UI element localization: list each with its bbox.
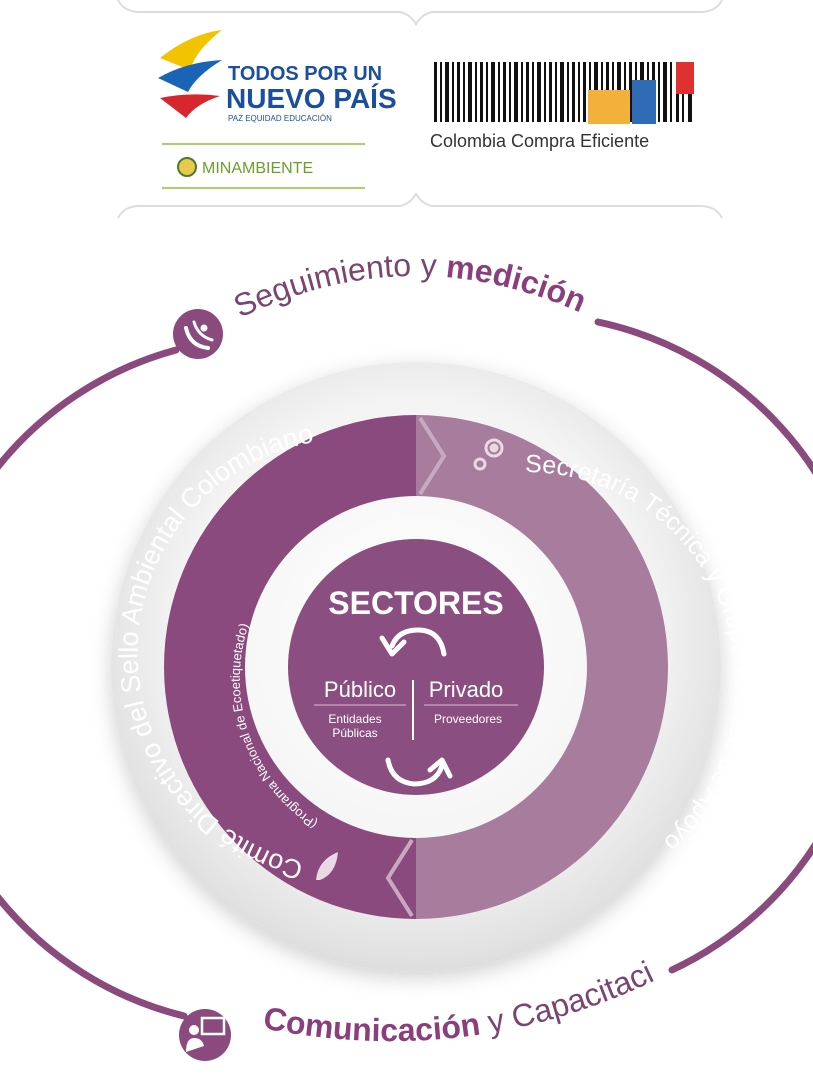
committee-segment <box>164 415 416 919</box>
minambiente-text: MINAMBIENTE <box>202 160 313 177</box>
header-frame <box>117 0 723 219</box>
todos-line2: NUEVO PAÍS <box>226 83 397 114</box>
todos-line1: TODOS POR UN <box>228 63 382 85</box>
public-heading: Público <box>324 677 396 702</box>
cycle-arrows-icon <box>379 627 453 787</box>
sectors-title: SECTORES <box>328 585 503 621</box>
todos-tagline: PAZ EQUIDAD EDUCACIÓN <box>228 114 332 123</box>
sectors-circle <box>288 539 544 795</box>
public-detail-1: Entidades <box>328 712 381 726</box>
leaf-icon <box>316 852 338 880</box>
chevron-top-icon <box>418 416 447 496</box>
tracking-icon <box>173 309 223 359</box>
private-detail: Proveedores <box>434 712 502 726</box>
tracking-label: Seguimiento y medición <box>228 247 592 324</box>
private-heading: Privado <box>429 677 504 702</box>
coat-of-arms-icon <box>177 157 197 177</box>
outer-ring <box>0 318 813 1020</box>
training-icon <box>179 1009 231 1061</box>
secretariat-segment <box>416 415 668 919</box>
gears-icon <box>473 438 504 471</box>
colombia-compra-text: Colombia Compra Eficiente <box>430 131 649 151</box>
todos-por-un-nuevo-pais-logo: TODOS POR UN NUEVO PAÍS PAZ EQUIDAD EDUC… <box>158 30 397 189</box>
chevron-bottom-icon <box>385 838 414 918</box>
colombia-compra-eficiente-logo: Colombia Compra Eficiente <box>430 62 694 151</box>
public-detail-2: Públicas <box>332 726 377 740</box>
